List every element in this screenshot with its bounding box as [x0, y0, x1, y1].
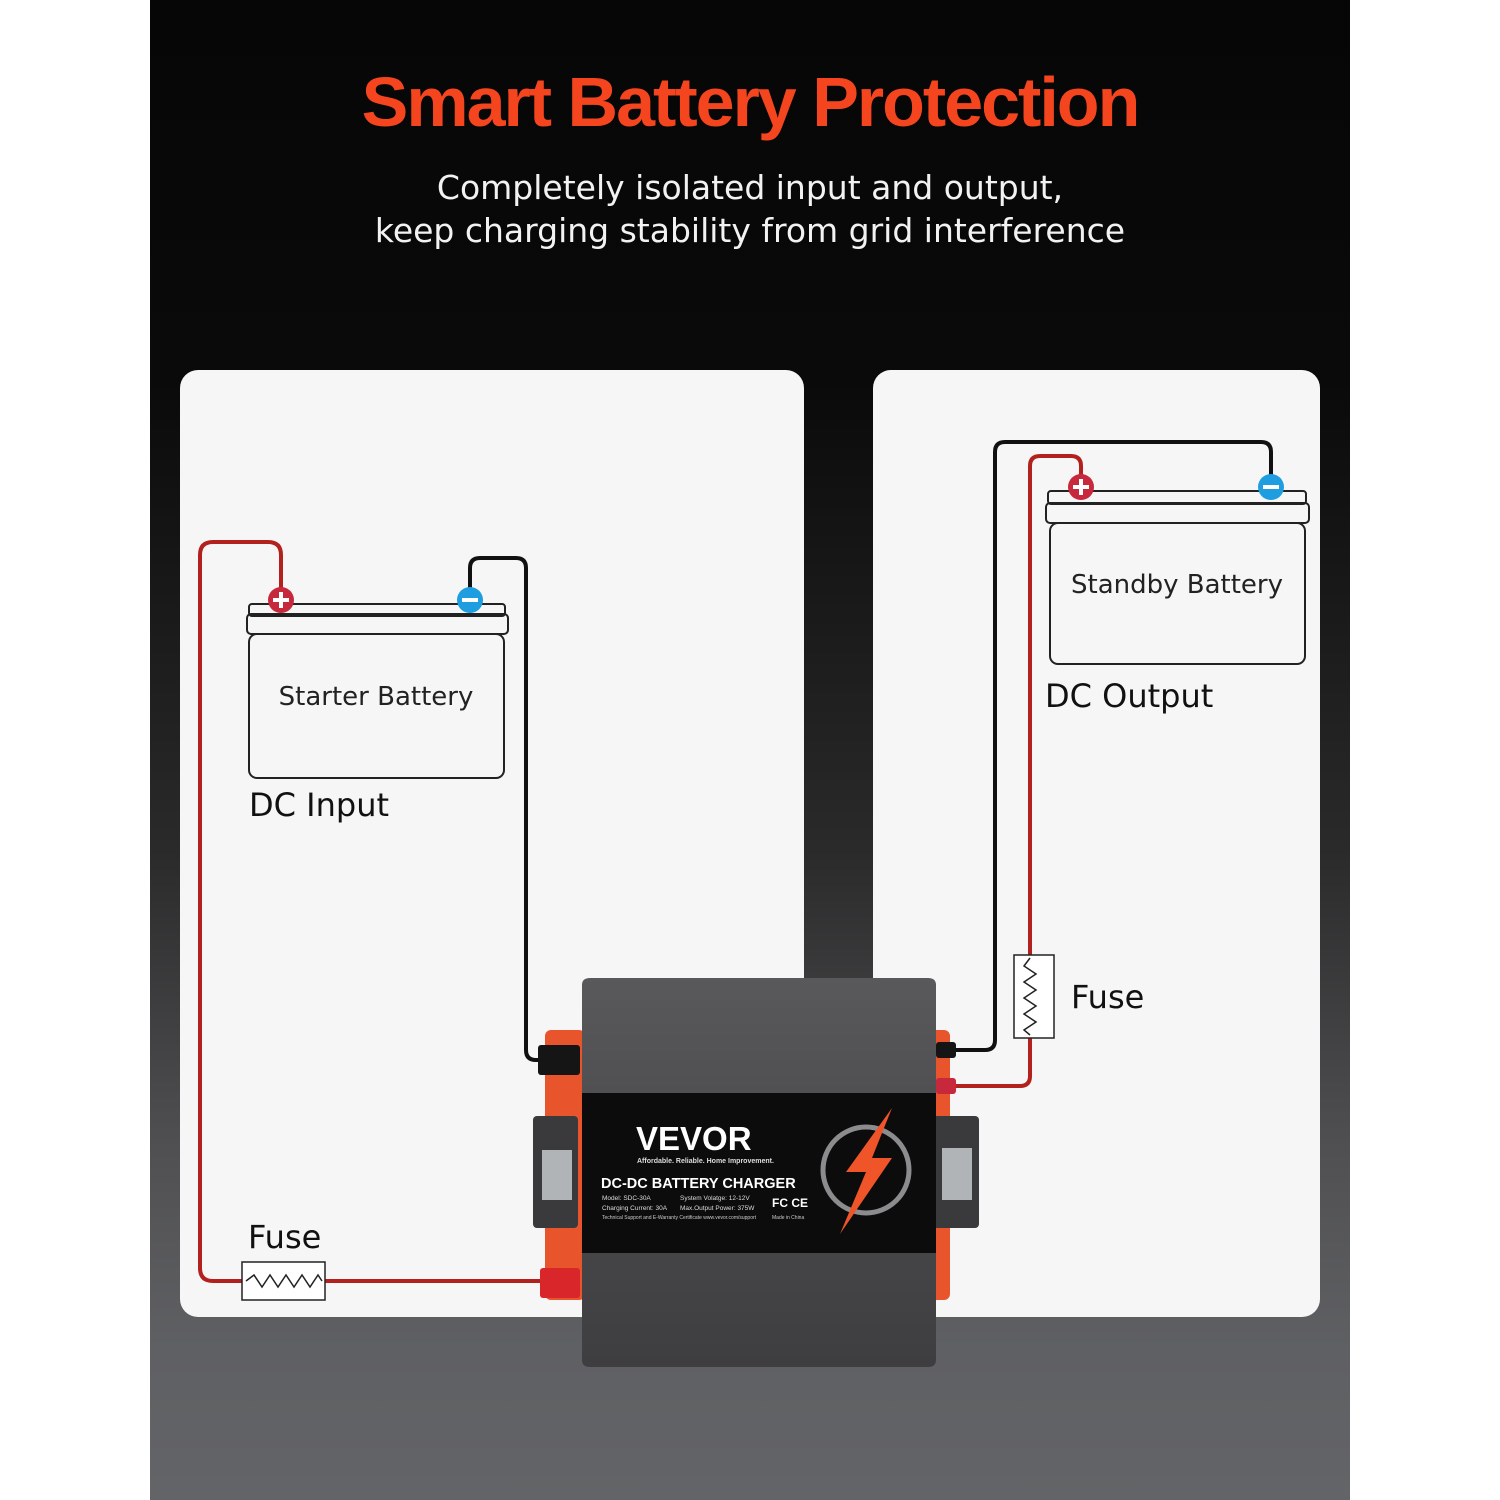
support-line: Technical Support and E-Warranty Certifi…	[602, 1215, 757, 1221]
standby-negative-terminal-icon	[1258, 474, 1284, 500]
spec-power: Max.Output Power: 375W	[680, 1205, 755, 1212]
headline: Smart Battery Protection	[361, 63, 1141, 141]
dc-dc-charger-device: VEVOR Affordable. Reliable. Home Improve…	[533, 978, 979, 1367]
input-fuse-label: Fuse	[248, 1218, 321, 1256]
infographic: Smart Battery Protection Completely isol…	[150, 0, 1350, 1500]
brand-tagline: Affordable. Reliable. Home Improvement.	[637, 1158, 774, 1165]
output-positive-wire	[1028, 454, 1083, 955]
output-negative-wire	[945, 440, 1273, 1052]
brand-logo: VEVOR	[636, 1120, 752, 1157]
subtitle-line-2: keep charging stability from grid interf…	[374, 211, 1126, 250]
input-positive-connector	[540, 1268, 580, 1298]
dc-input-label: DC Input	[249, 786, 389, 824]
wiring-diagram: Starter Battery DC Input Fuse Standby Ba…	[198, 440, 1310, 1367]
standby-battery: Standby Battery	[1045, 490, 1310, 665]
spec-current: Charging Current: 30A	[602, 1205, 668, 1212]
product-name: DC-DC BATTERY CHARGER	[601, 1176, 796, 1192]
dc-output-label: DC Output	[1045, 677, 1213, 715]
starter-positive-terminal-icon	[268, 587, 294, 613]
output-positive-wire-to-device	[945, 1037, 1032, 1088]
output-fuse-label: Fuse	[1071, 978, 1144, 1016]
subtitle-line-1: Completely isolated input and output,	[436, 168, 1064, 207]
input-fuse	[241, 1261, 326, 1301]
input-negative-connector	[538, 1045, 580, 1075]
input-negative-wire	[468, 556, 548, 1062]
output-fuse	[1013, 954, 1055, 1039]
spec-voltage: System Volatge: 12-12V	[680, 1195, 750, 1202]
standby-positive-terminal-icon	[1068, 474, 1094, 500]
right-margin	[1350, 0, 1500, 1500]
lightning-bolt-icon	[820, 1108, 912, 1234]
certification-marks: FC CE	[772, 1196, 808, 1210]
input-positive-wire	[198, 540, 283, 1283]
output-negative-connector	[936, 1042, 956, 1058]
origin-label: Made in China	[772, 1215, 804, 1221]
starter-negative-terminal-icon	[457, 587, 483, 613]
left-margin	[0, 0, 150, 1500]
output-positive-connector	[936, 1078, 956, 1094]
starter-battery-label: Starter Battery	[279, 682, 474, 712]
standby-battery-label: Standby Battery	[1071, 570, 1283, 600]
starter-battery: Starter Battery	[246, 603, 509, 779]
spec-model: Model: SDC-30A	[602, 1195, 651, 1202]
